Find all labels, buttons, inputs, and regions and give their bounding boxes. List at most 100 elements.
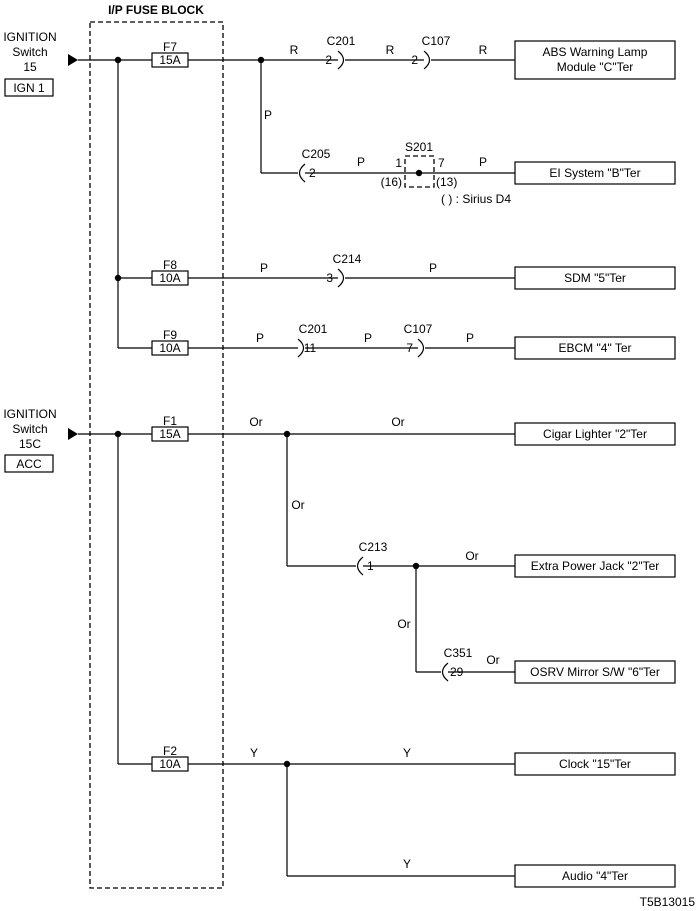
source-tag-box (4, 454, 54, 473)
source-switch-label: Switch (12, 422, 47, 436)
wires (78, 59, 515, 877)
junctions (114, 56, 420, 768)
wire-color-label: Y (250, 746, 258, 760)
load-box (514, 660, 676, 684)
fuse-block-boundary (89, 21, 224, 889)
fuse-rating: 10A (159, 341, 180, 355)
fuse-id: F1 (163, 414, 177, 428)
load-ei-system: EI System "B"Ter (514, 161, 676, 185)
load-label: OSRV Mirror S/W "6"Ter (530, 665, 660, 679)
source-tag: ACC (16, 457, 42, 471)
fuse-box (151, 340, 189, 356)
load-box (514, 864, 676, 888)
splice-note: ( ) : Sirius D4 (441, 192, 511, 206)
wire-color-label: P (256, 331, 264, 345)
connector-pin: 3 (326, 271, 333, 285)
connector-symbol (298, 163, 306, 183)
connector-c205: C205 2 (298, 147, 331, 183)
connector-pin: 11 (304, 341, 317, 355)
wire-color-label: Or (486, 653, 499, 667)
splice-alt-out: (13) (436, 175, 457, 189)
splice-dot (415, 169, 423, 177)
connector-pin: 2 (325, 53, 332, 67)
fuse-id: F7 (163, 40, 177, 54)
fuse-f2: F2 10A (151, 744, 189, 772)
connector-symbol (337, 268, 345, 288)
junction-dot (114, 274, 122, 282)
load-ebcm: EBCM "4" Ter (514, 336, 676, 360)
connector-pin: 2 (411, 53, 418, 67)
splice-s201: S201 1 7 (16) (13) ( ) : Sirius D4 (381, 140, 512, 206)
fuse-id: F9 (163, 328, 177, 342)
connector-name: C351 (444, 646, 473, 660)
fuse-f9: F9 10A (151, 328, 189, 356)
fuse-box (151, 52, 189, 68)
wire-color-label: P (479, 155, 487, 169)
connector-c213: C213 1 (356, 540, 388, 576)
source-tag: IGN 1 (13, 81, 45, 95)
fuse-id: F8 (163, 258, 177, 272)
load-label-line2: Module "C"Ter (557, 60, 634, 74)
load-label: EBCM "4" Ter (559, 341, 632, 355)
wire-color-label: Or (465, 549, 478, 563)
connector-name: C205 (302, 147, 331, 161)
load-label-line1: ABS Warning Lamp (543, 45, 648, 59)
load-extra-power-jack: Extra Power Jack "2"Ter (514, 554, 676, 578)
connector-name: C214 (333, 252, 362, 266)
source-arrow-icon (68, 428, 78, 440)
fuse-f1: F1 15A (151, 414, 189, 442)
wire-color-label: R (386, 43, 395, 57)
load-box (514, 266, 676, 290)
load-osrv-mirror-switch: OSRV Mirror S/W "6"Ter (514, 660, 676, 684)
wire-color-label: P (260, 261, 268, 275)
connector-symbol (297, 338, 305, 358)
junction-dot (283, 760, 291, 768)
wire-color-label: P (264, 108, 272, 122)
wire-color-label: P (364, 331, 372, 345)
source-number: 15 (23, 60, 37, 74)
junction-dot (412, 562, 420, 570)
fuse-box (151, 270, 189, 286)
wire-color-label: Or (391, 415, 404, 429)
load-box (514, 40, 676, 80)
connector-c107-a: C107 2 (411, 34, 451, 70)
splice-pin-out: 7 (438, 156, 445, 170)
junction-dot (257, 56, 265, 64)
connector-symbol (441, 662, 449, 682)
load-abs-warning-lamp: ABS Warning Lamp Module "C"Ter (514, 40, 676, 80)
connector-c351: C351 29 (441, 646, 473, 682)
source-name: IGNITION (3, 407, 56, 421)
connector-name: C107 (404, 322, 433, 336)
connector-pin: 7 (406, 341, 413, 355)
source-arrow-icon (68, 54, 78, 66)
connector-symbol (337, 50, 345, 70)
fuse-block-title: I/P FUSE BLOCK (108, 3, 204, 17)
load-box (514, 161, 676, 185)
load-cigar-lighter: Cigar Lighter "2"Ter (514, 422, 676, 446)
load-label: EI System "B"Ter (549, 166, 640, 180)
splice-boundary (404, 155, 435, 188)
splice-alt-in: (16) (381, 175, 402, 189)
connector-c214: C214 3 (326, 252, 362, 288)
wire-color-label: P (429, 261, 437, 275)
wire-color-label: Y (403, 746, 411, 760)
source-name: IGNITION (3, 30, 56, 44)
load-clock: Clock "15"Ter (514, 752, 676, 776)
wire-color-label: Y (403, 857, 411, 871)
connector-name: C213 (359, 540, 388, 554)
connector-symbol (423, 50, 431, 70)
junction-dot (283, 430, 291, 438)
source-tag-box (4, 78, 54, 97)
fuse-rating: 10A (159, 271, 180, 285)
fuse-rating: 10A (159, 757, 180, 771)
load-box (514, 752, 676, 776)
wire-color-label: P (357, 155, 365, 169)
source-number: 15C (19, 437, 41, 451)
wire-color-label: P (466, 331, 474, 345)
fuse-f7: F7 15A (151, 40, 189, 68)
fuse-box (151, 426, 189, 442)
load-box (514, 422, 676, 446)
load-label: Clock "15"Ter (559, 757, 631, 771)
splice-pin-in: 1 (395, 156, 402, 170)
wire-color-label: R (290, 43, 299, 57)
